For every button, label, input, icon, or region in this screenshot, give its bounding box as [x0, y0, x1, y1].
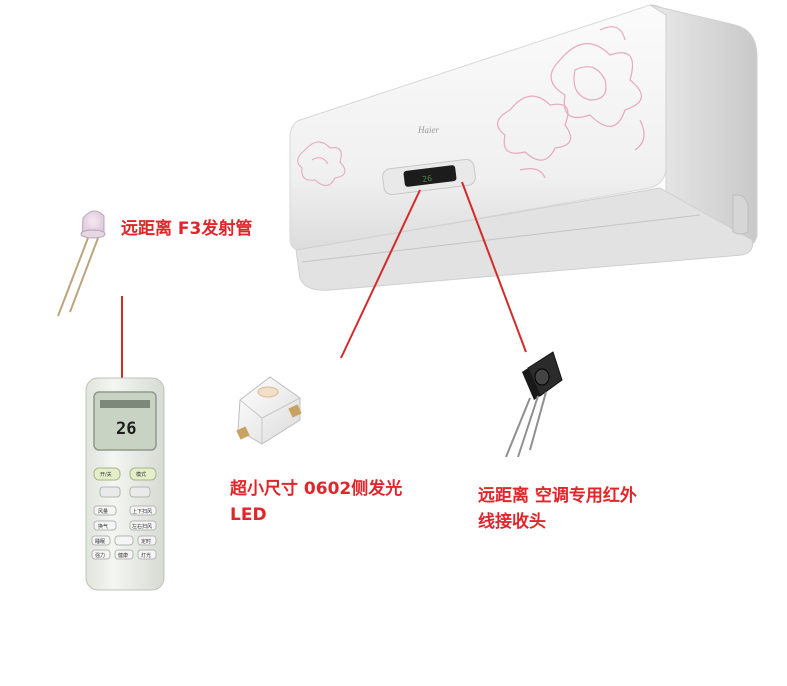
- remote-lcd-reading: 26: [116, 419, 136, 439]
- remote-button-label: 强力: [95, 552, 105, 559]
- remote-button-label: 左右扫风: [132, 523, 152, 530]
- ir-receiver-illustration: [505, 351, 563, 458]
- side-led-label-line2: LED: [230, 505, 267, 526]
- side-led-label-line1: 超小尺寸 0602侧发光: [230, 479, 403, 499]
- emitter-label-text: 远距离 F3发射管: [121, 219, 253, 239]
- remote-button-label: 上下扫风: [132, 508, 152, 515]
- receiver-label-line1: 远距离 空调专用红外: [478, 486, 637, 506]
- remote-button-label: 风量: [98, 508, 108, 515]
- remote-button-label: 灯光: [141, 552, 151, 559]
- connector-line-led: [340, 189, 421, 359]
- connector-lines: [121, 181, 527, 380]
- receiver-label: 远距离 空调专用红外 线接收头: [478, 483, 637, 536]
- ac-brand-label: Haier: [417, 125, 439, 135]
- ac-display-reading: 26: [422, 174, 433, 184]
- remote-button-label: 健康: [118, 552, 128, 559]
- ir-emitter-illustration: [57, 210, 106, 317]
- flower-decoration-right: [497, 26, 645, 179]
- remote-button-label: 模式: [136, 471, 146, 478]
- remote-button-label: 换气: [98, 523, 108, 530]
- flower-decoration-left: [297, 141, 346, 187]
- remote-button-label: 睡眠: [95, 538, 105, 545]
- remote-button-label: 定时: [141, 538, 151, 545]
- side-led-illustration: [236, 376, 302, 445]
- side-led-label: 超小尺寸 0602侧发光 LED: [230, 476, 402, 529]
- ac-display-screen: [403, 165, 457, 187]
- air-conditioner-illustration: Haier 26: [289, 4, 758, 291]
- connector-line-receiver: [461, 181, 527, 353]
- emitter-label: 远距离 F3发射管: [121, 216, 252, 242]
- receiver-label-line2: 线接收头: [478, 512, 546, 533]
- remote-button-label: 开/关: [100, 471, 112, 478]
- remote-control-illustration: 26 开/关 模式 风量 上下扫风 换气 左右扫风 睡眠 定时 强力: [85, 377, 165, 591]
